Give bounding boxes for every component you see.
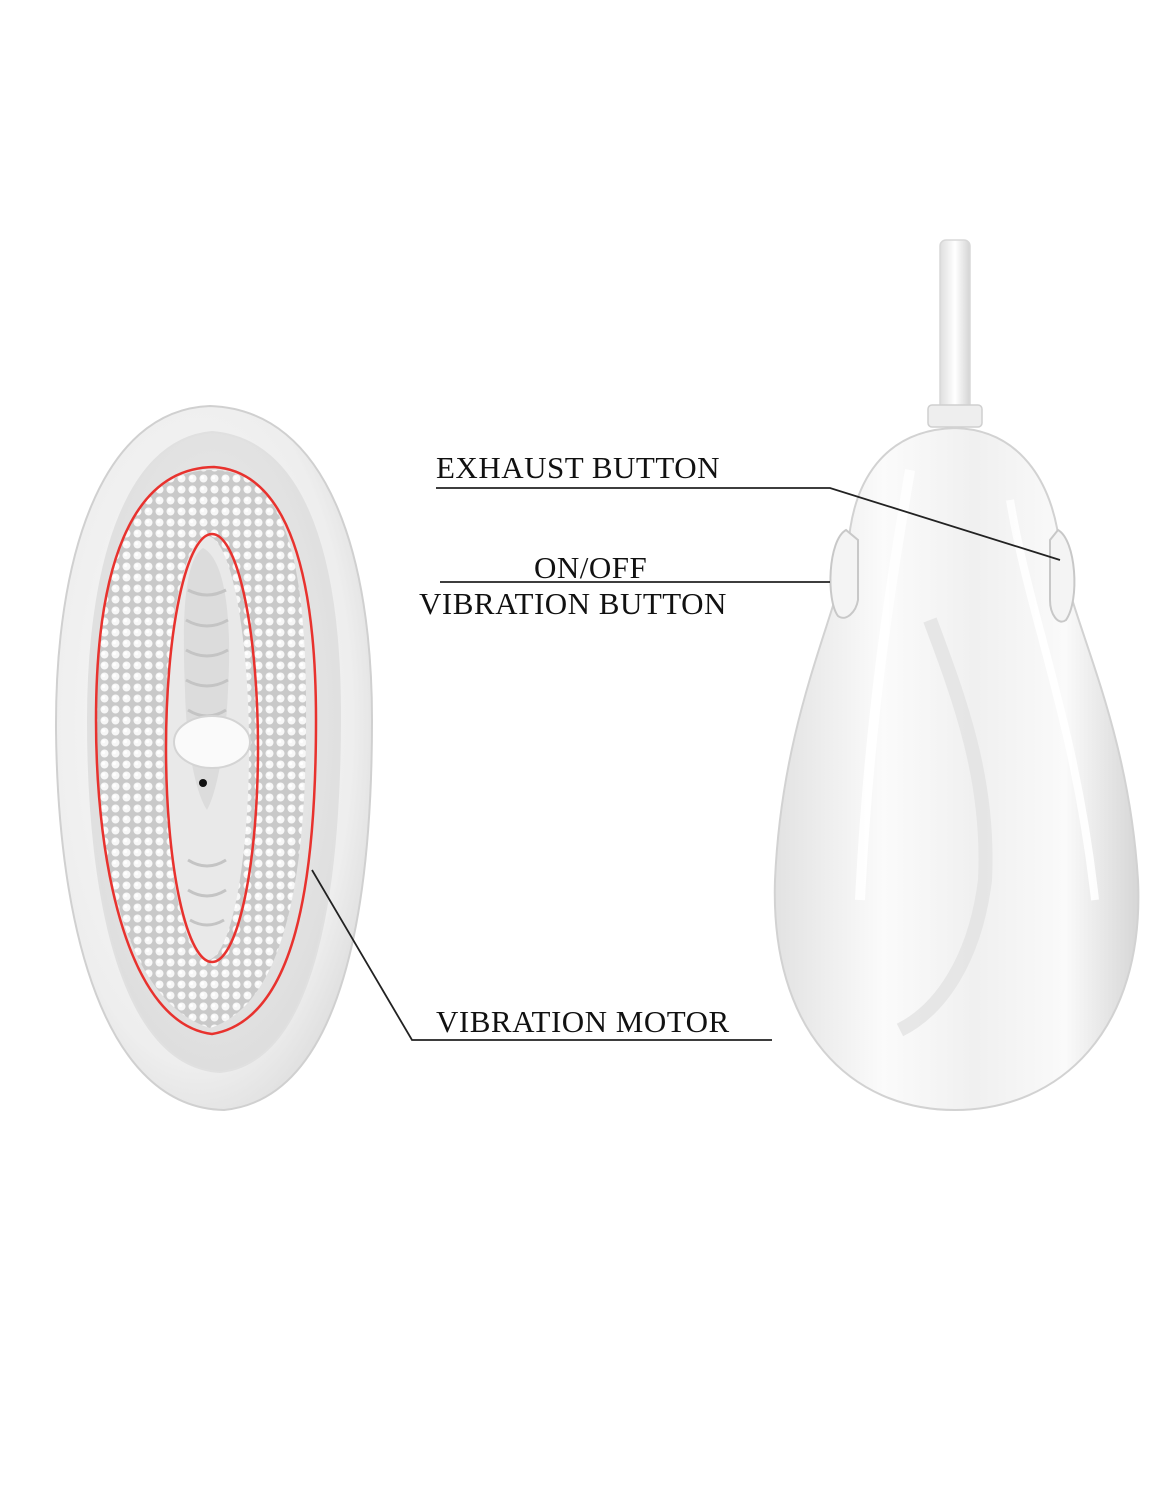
- exhaust-leader: [436, 487, 1061, 561]
- onoff-label-line1: ON/OFF: [534, 550, 648, 585]
- vibration-motor-label: VIBRATION MOTOR: [436, 1004, 730, 1039]
- suction-cup-head: [54, 404, 374, 1112]
- exhaust-button: [1049, 528, 1076, 623]
- air-tube-body: [939, 239, 971, 421]
- motor-leader: [311, 869, 772, 1041]
- vibration-button-label-line2: VIBRATION BUTTON: [419, 586, 727, 621]
- leader-lines: [311, 487, 1061, 1041]
- air-hole: [199, 779, 207, 787]
- tube-connector: [927, 404, 983, 428]
- vibration-motor-outline-inner: [164, 532, 260, 964]
- pump-bulb: [773, 239, 1140, 1112]
- bulb-body: [773, 426, 1140, 1112]
- vibration-motor-outline-outer: [94, 465, 318, 1036]
- bulb-shading: [896, 617, 993, 1037]
- exhaust-button-label: EXHAUST BUTTON: [436, 450, 721, 485]
- ridge-lines: [185, 588, 229, 927]
- onoff-vibration-button: [829, 528, 859, 619]
- vibration-bullet: [173, 715, 251, 769]
